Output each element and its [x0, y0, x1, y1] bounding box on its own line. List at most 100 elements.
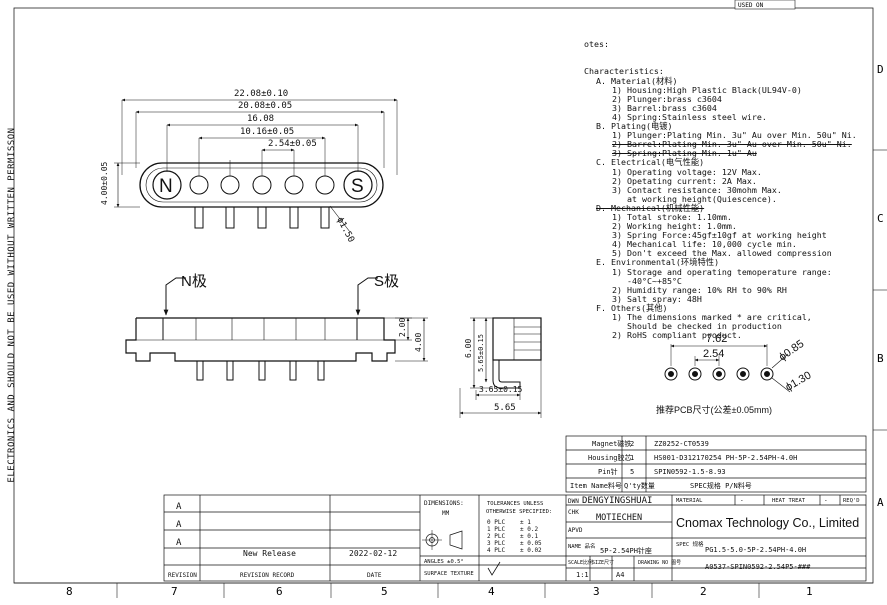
dim-2-00: 2.00 — [398, 318, 407, 337]
note-line: -40°C~+85°C — [612, 275, 682, 286]
tol-plc-1: 1 PLC — [487, 526, 505, 533]
dim-7-62: 7.62 — [706, 333, 727, 345]
note-line: Should be checked in production — [612, 321, 782, 332]
note-line: 3) Barrel:brass c3604 — [612, 102, 717, 113]
tol-plc-0: 0 PLC — [487, 519, 505, 526]
note-line: 2) Working height: 1.0mm. — [612, 221, 737, 232]
zone-3: 3 — [593, 585, 600, 598]
dwn-label: DWN — [568, 498, 579, 505]
notes-title: otes: — [584, 39, 609, 50]
zone-6: 6 — [276, 585, 283, 598]
top-view — [114, 98, 398, 233]
note-line: 2) RoHS compliant product. — [612, 330, 742, 341]
zone-7: 7 — [171, 585, 178, 598]
title-block-text: A A A New Release 2022-02-12 REVISION RE… — [168, 496, 860, 579]
bom-text: Magnet磁铁 2 ZZ0252-CT0539 Housing胶芯 1 HS0… — [570, 439, 797, 490]
note-line: 1) The dimensions marked * are critical, — [612, 312, 812, 322]
revision-record-label: REVISION RECORD — [240, 572, 295, 579]
bom-row-3-code: SPIN0592-1.5-8.93 — [654, 468, 726, 476]
note-line: 3) Salt spray: 48H — [612, 293, 702, 304]
zone-a: A — [877, 496, 884, 509]
tolerance-title: TOLERANCES UNLESS — [487, 501, 543, 507]
note-line: 1) Housing:High Plastic Black(UL94V-0) — [612, 84, 802, 95]
bom-row-1-code: ZZ0252-CT0539 — [654, 440, 709, 448]
north-pole-mark: N — [159, 176, 173, 197]
dim-dia-1-30: ϕ1.30 — [784, 369, 814, 393]
zone-4: 4 — [488, 585, 495, 598]
dim-pcb-2-54: 2.54 — [703, 348, 724, 360]
revision-label: REVISION — [168, 572, 197, 579]
zone-c: C — [877, 212, 884, 225]
zone-8: 8 — [66, 585, 73, 598]
zone-labels: 8 7 6 5 4 3 2 1 D C B A — [66, 63, 884, 598]
dim-pin-dia: ϕ1.50 — [334, 216, 356, 245]
characteristics-notes: otes: Characteristics:A. Material(材料)1) … — [584, 22, 884, 349]
bom-header-spec: SPEC规格 P/N料号 — [690, 481, 752, 490]
dim-16-08: 16.08 — [247, 114, 274, 124]
note-line: Characteristics: — [584, 66, 664, 77]
company-name: Cnomax Technology Co., Limited — [676, 516, 859, 530]
note-line: 1) Plunger:Plating Min. 3u" Au over Min.… — [612, 130, 857, 141]
rev-mark-3: A — [176, 538, 182, 548]
note-line: 2) Opetating current: 2A Max. — [612, 175, 757, 186]
south-pole-mark: S — [351, 176, 364, 197]
note-line: 4) Spring:Stainless steel wire. — [612, 111, 767, 122]
note-line: E. Environmental(环境特性) — [596, 257, 720, 268]
tolerance-subtitle: OTHERWISE SPECIFIED: — [486, 509, 552, 515]
rev-mark-2: A — [176, 520, 182, 530]
scale-value: 1:1 — [576, 571, 589, 579]
part-name: 5P-2.54PH针座 — [600, 546, 652, 555]
bom-row-3-name: Pin针 — [598, 467, 618, 476]
bom-row-3-qty: 5 — [630, 468, 634, 476]
note-line: D. Mechanical(机械性能) — [596, 202, 705, 213]
note-line: 1) Total stroke: 1.10mm. — [612, 211, 732, 222]
zone-1: 1 — [806, 585, 813, 598]
front-view-labels: N极 S极 2.00 4.00 — [181, 273, 423, 352]
spec-value: PG1.5-5.0-5P-2.54PH-4.0H — [705, 546, 806, 554]
rev-mark-1: A — [176, 502, 182, 512]
material-label: MATERIAL — [676, 498, 703, 504]
side-view-dims: 6.00 5.65±0.15 3.65±0.15 5.65 — [464, 334, 523, 413]
bom-header-qty: Q'ty数量 — [624, 481, 655, 490]
bom-header-item: Item Name料号 — [570, 481, 622, 490]
date-label: DATE — [367, 572, 382, 579]
bom-row-1-qty: 2 — [630, 440, 634, 448]
note-line: C. Electrical(电气性能) — [596, 157, 705, 168]
drawing-no: A0537-SPIN0592-2.54P5-### — [705, 563, 811, 571]
used-on-tag: USED ON — [738, 2, 764, 9]
tol-plc-4: 4 PLC — [487, 547, 505, 554]
side-view — [459, 317, 542, 418]
surface-texture: SURFACE TEXTURE — [424, 571, 474, 577]
bom-row-1-name: Magnet磁铁 — [592, 439, 631, 448]
tol-plc-3: 3 PLC — [487, 540, 505, 547]
notes-lines: Characteristics:A. Material(材料)1) Housin… — [584, 67, 884, 340]
note-line: F. Others(其他) — [596, 302, 668, 313]
heat-dash: - — [824, 497, 828, 504]
dim-5-65-vertical: 5.65±0.15 — [477, 334, 485, 372]
note-line: 3) Spring Force:45gf±10gf at working hei… — [612, 230, 827, 241]
tol-val-0: ± 1 — [520, 519, 531, 526]
note-line: 1) Operating voltage: 12V Max. — [612, 166, 762, 177]
n-pole-label: N极 — [181, 273, 207, 290]
dim-4-00-front: 4.00 — [414, 333, 423, 352]
name-label: NAME 品名 — [568, 542, 596, 550]
note-line: 4) Mechanical life: 10,000 cycle min. — [612, 239, 797, 250]
note-line: 3) Contact resistance: 30mohm Max. — [612, 184, 782, 195]
note-line: 2) Humidity range: 10% RH to 90% RH — [612, 284, 787, 295]
spec-label: SPEC 规格 — [676, 540, 704, 548]
tol-val-3: ± 0.05 — [520, 540, 542, 547]
note-line: 1) Storage and operating temoperature ra… — [612, 266, 832, 277]
dim-22-08: 22.08±0.10 — [234, 89, 288, 99]
tol-plc-2: 2 PLC — [487, 533, 505, 540]
zone-d: D — [877, 63, 884, 76]
note-line: B. Plating(电镀) — [596, 121, 673, 132]
material-dash: - — [740, 497, 744, 504]
dwn-name: DENGYINGSHUAI — [582, 496, 652, 506]
dim-4-00: 4.00±0.05 — [100, 161, 109, 205]
pcb-footprint — [664, 344, 791, 393]
dim-5-65: 5.65 — [494, 403, 516, 413]
note-line: 3) Spring:Plating Min. 1u" Au — [612, 148, 757, 159]
pcb-note: 推荐PCB尺寸(公差±0.05mm) — [656, 404, 772, 415]
note-line: 5) Don't exceed the Max. allowed compres… — [612, 248, 832, 259]
